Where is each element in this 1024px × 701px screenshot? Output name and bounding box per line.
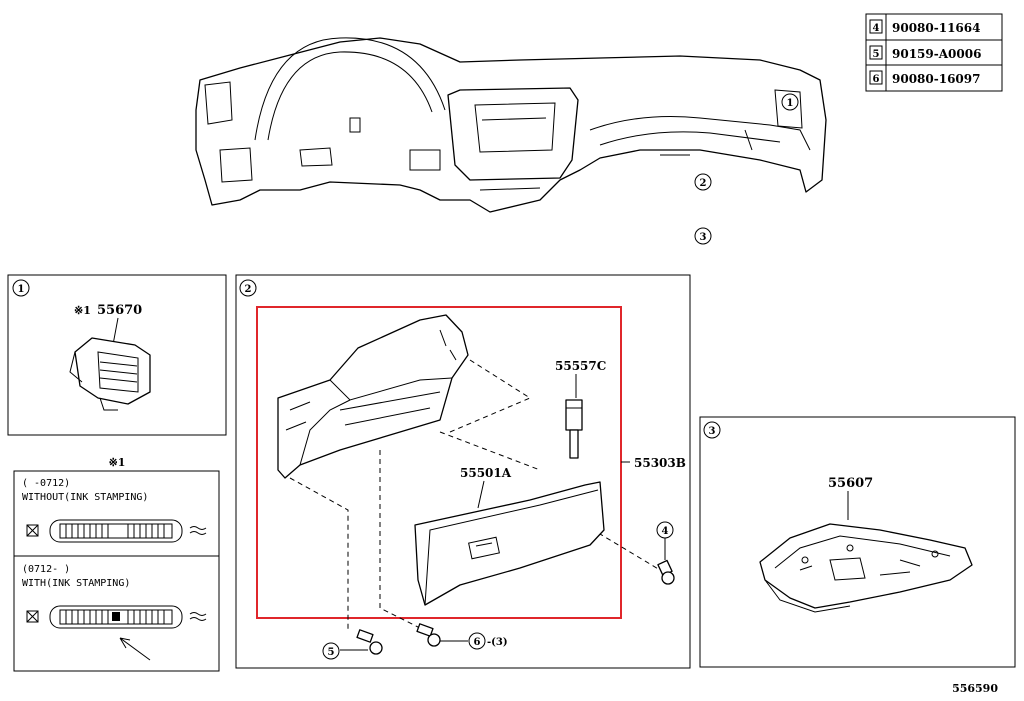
legend-row-5[interactable]: 5 90159-A0006 (869, 45, 981, 61)
overview-callout-1[interactable]: 1 (781, 93, 799, 111)
svg-text:3: 3 (700, 232, 707, 243)
svg-text:90080-11664: 90080-11664 (892, 21, 980, 35)
part-55557c-label[interactable]: 55557C (555, 359, 606, 373)
svg-text:( -0712): ( -0712) (22, 478, 70, 489)
svg-text:6: 6 (474, 637, 481, 648)
svg-text:4: 4 (662, 526, 669, 537)
bolt-5-part[interactable] (356, 629, 383, 655)
svg-text:90080-16097: 90080-16097 (892, 72, 980, 86)
svg-text:WITH(INK STAMPING): WITH(INK STAMPING) (22, 578, 130, 589)
vent-without-stamp-icon (26, 519, 207, 543)
panel-3-number: 3 (703, 421, 721, 439)
svg-text:5: 5 (873, 49, 880, 60)
svg-text:90159-A0006: 90159-A0006 (892, 47, 981, 61)
side-vent-part[interactable] (69, 337, 151, 411)
callout-4[interactable]: 4 (656, 521, 674, 539)
svg-text:※1: ※1 (74, 304, 91, 317)
svg-text:2: 2 (700, 178, 707, 189)
svg-text:(0712- ): (0712- ) (22, 564, 70, 575)
panel-1-number: 1 (12, 279, 30, 297)
svg-text:1: 1 (18, 284, 25, 295)
dashboard-overview-drawing (195, 37, 827, 213)
part-55303b-label[interactable]: 55303B (634, 456, 686, 470)
panel-2-glove-box: 2 55557C 55501A (235, 274, 691, 669)
panel-2-number: 2 (239, 279, 257, 297)
callout-6[interactable]: 6 (468, 632, 486, 650)
svg-text:3: 3 (709, 426, 716, 437)
ink-stamping-note-box: ( -0712) WITHOUT(INK STAMPING) (0712- ) … (13, 470, 220, 672)
under-cover-55607-part[interactable] (759, 523, 973, 613)
panel-1-side-vent: 1 ※1 55670 (7, 274, 227, 436)
diagram-id: 556590 (952, 682, 998, 695)
bolt-6-quantity: -(3) (487, 637, 508, 648)
panel-3-under-cover: 3 55607 (699, 416, 1016, 668)
overview-callout-2[interactable]: 2 (694, 173, 712, 191)
bolt-6-part[interactable] (416, 623, 441, 647)
svg-text:5: 5 (328, 647, 335, 658)
part-55607-label[interactable]: 55607 (828, 476, 873, 491)
svg-text:6: 6 (873, 74, 880, 85)
part-55670-label[interactable]: 55670 (97, 303, 142, 318)
vent-with-stamp-icon (26, 605, 207, 661)
glove-box-housing-part[interactable] (277, 314, 469, 479)
legend-row-6[interactable]: 6 90080-16097 (869, 70, 980, 86)
svg-text:2: 2 (245, 284, 252, 295)
svg-text:WITHOUT(INK STAMPING): WITHOUT(INK STAMPING) (22, 492, 148, 503)
damper-55557c-part[interactable] (565, 399, 583, 459)
overview-callout-3[interactable]: 3 (694, 227, 712, 245)
legend-row-4[interactable]: 4 90080-11664 (869, 19, 980, 35)
svg-text:1: 1 (787, 98, 794, 109)
fastener-legend-table: 4 90080-11664 5 90159-A0006 6 90080-1609… (865, 13, 1003, 92)
part-55501a-label[interactable]: 55501A (460, 466, 512, 480)
bolt-4-part[interactable] (657, 559, 675, 585)
note-title: ※1 (109, 456, 126, 469)
glove-box-door-part[interactable] (414, 481, 605, 606)
callout-5[interactable]: 5 (322, 642, 340, 660)
svg-text:4: 4 (873, 23, 880, 34)
